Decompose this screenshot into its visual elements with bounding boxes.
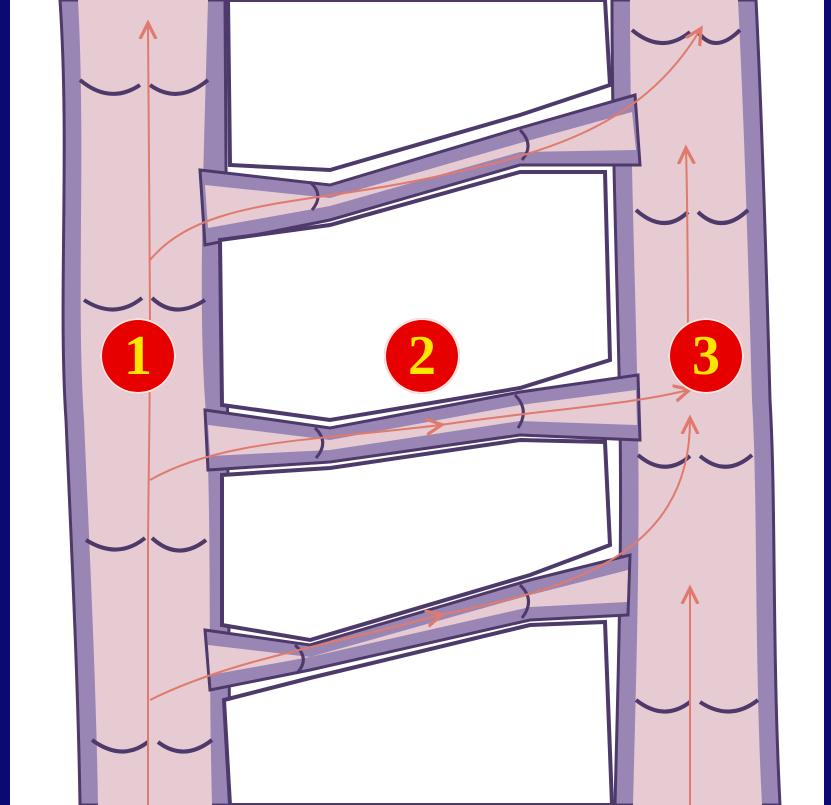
badge-2-label: 2 xyxy=(408,328,436,384)
number-badge-2: 2 xyxy=(384,318,460,394)
number-badge-1: 1 xyxy=(100,318,176,394)
number-badge-3: 3 xyxy=(668,318,744,394)
badge-3-label: 3 xyxy=(692,328,720,384)
left-vein-lumen xyxy=(78,0,212,805)
badge-1-label: 1 xyxy=(124,328,152,384)
right-vein-lumen xyxy=(630,0,762,805)
